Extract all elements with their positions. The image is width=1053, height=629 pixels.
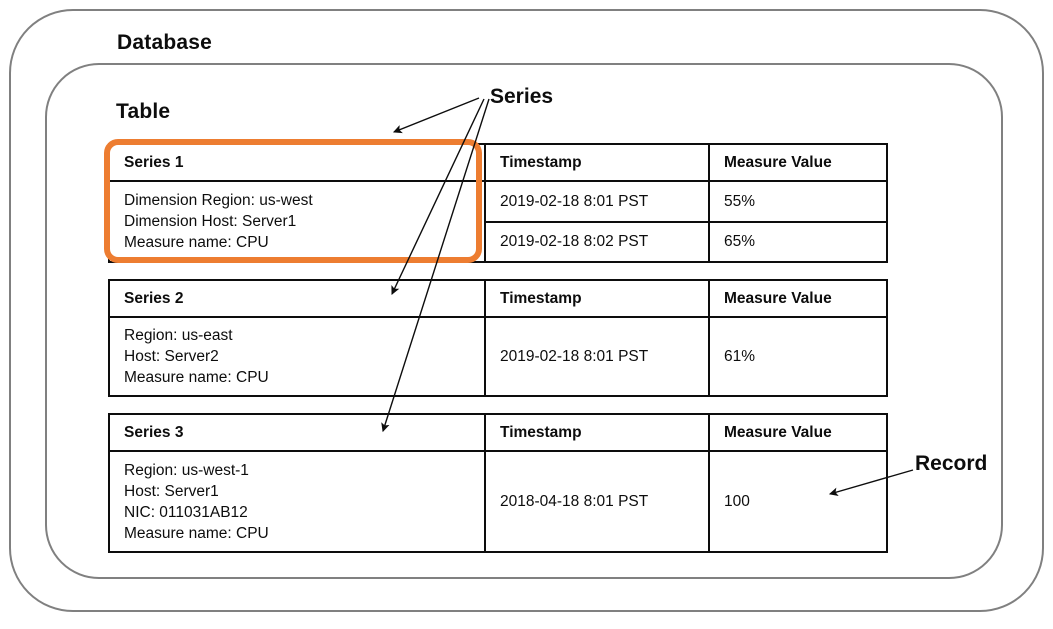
series-name-1: Series 1 [110, 145, 484, 182]
series-block-2: Series 2 Region: us-east Host: Server2 M… [108, 279, 888, 397]
table-row: 2019-02-18 8:01 PST [486, 182, 708, 223]
series-attributes-1: Dimension Region: us-west Dimension Host… [110, 182, 484, 261]
series-block-1: Series 1 Dimension Region: us-west Dimen… [108, 143, 888, 263]
timestamp-column-2: Timestamp 2019-02-18 8:01 PST [484, 279, 708, 397]
table-row: 100 [724, 493, 750, 510]
table-row: 55% [710, 182, 886, 223]
table-container [45, 63, 1003, 579]
series-attribute: Dimension Region: us-west [124, 192, 313, 209]
database-container [9, 9, 1044, 612]
series-callout-label: Series [490, 85, 554, 108]
series-attribute: Host: Server2 [124, 348, 219, 365]
timestamp-header: Timestamp [486, 145, 708, 182]
series-attribute: Measure name: CPU [124, 369, 269, 386]
series-attribute: Region: us-west-1 [124, 461, 249, 479]
series-column-1: Series 1 Dimension Region: us-west Dimen… [108, 143, 484, 263]
series-attributes-3: Region: us-west-1 Host: Server1 NIC: 011… [110, 452, 484, 551]
timestamp-column-1: Timestamp 2019-02-18 8:01 PST 2019-02-18… [484, 143, 708, 263]
table-row: 2019-02-18 8:01 PST [500, 348, 649, 365]
table-label: Table [116, 100, 171, 123]
table-row: 2019-02-18 8:02 PST [500, 233, 649, 251]
series-attribute: Measure name: CPU [124, 524, 269, 542]
record-callout-label: Record [915, 452, 988, 475]
table-row: 65% [724, 233, 756, 251]
measure-value-column-2: Measure Value 61% [708, 279, 888, 397]
timestamp-header: Timestamp [486, 415, 708, 452]
measure-value-header: Measure Value [710, 145, 886, 182]
series-column-3: Series 3 Region: us-west-1 Host: Server1… [108, 413, 484, 553]
table-row: 61% [724, 348, 756, 365]
series-attribute: Measure name: CPU [124, 234, 269, 251]
series-attributes-2: Region: us-east Host: Server2 Measure na… [110, 318, 484, 395]
timestamp-column-3: Timestamp 2018-04-18 8:01 PST [484, 413, 708, 553]
series-attribute: Region: us-east [124, 327, 233, 344]
database-label: Database [117, 31, 212, 54]
series-attribute: NIC: 011031AB12 [124, 503, 248, 521]
measure-value-header: Measure Value [710, 281, 886, 318]
series-column-2: Series 2 Region: us-east Host: Server2 M… [108, 279, 484, 397]
series-name-2: Series 2 [110, 281, 484, 318]
table-row: 2018-04-18 8:01 PST [500, 493, 649, 510]
series-block-3: Series 3 Region: us-west-1 Host: Server1… [108, 413, 888, 553]
series-name-3: Series 3 [110, 415, 484, 452]
series-attribute: Host: Server1 [124, 482, 219, 500]
measure-value-column-3: Measure Value 100 [708, 413, 888, 553]
measure-value-column-1: Measure Value 55% 65% [708, 143, 888, 263]
timestamp-header: Timestamp [486, 281, 708, 318]
measure-value-header: Measure Value [710, 415, 886, 452]
series-attribute: Dimension Host: Server1 [124, 213, 297, 230]
